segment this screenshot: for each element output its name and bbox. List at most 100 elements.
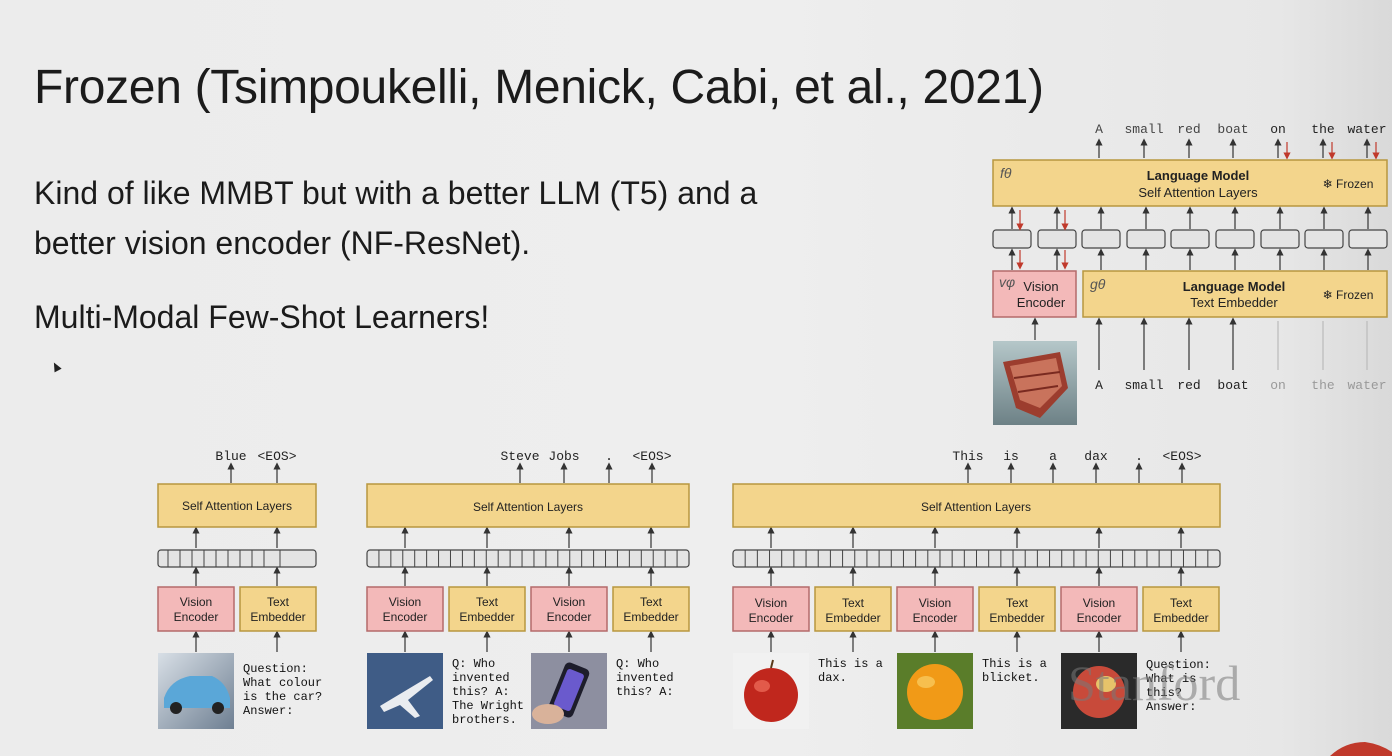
ex1-token-strip [157, 549, 317, 568]
in-token: boat [1217, 378, 1248, 393]
ex3-output: . [1135, 449, 1143, 464]
ex2-prompt1: this? A: [452, 685, 510, 699]
out-token: A [1095, 122, 1103, 137]
ex2-text-label-2: Text [640, 595, 663, 609]
out-token: boat [1217, 122, 1248, 137]
ex1-text-label: Text [267, 595, 290, 609]
ex3-self-attention-label: Self Attention Layers [921, 500, 1031, 514]
ex2-prompt1: Q: Who [452, 657, 495, 671]
vision-symbol: vφ [999, 274, 1015, 290]
in-token: red [1177, 378, 1200, 393]
ex3-prompt1: This is a [818, 657, 883, 671]
lm-top-symbol: fθ [1000, 165, 1012, 181]
ex1-prompt: What colour [243, 676, 322, 690]
ex3-output: <EOS> [1162, 449, 1201, 464]
slide-title: Frozen (Tsimpoukelli, Menick, Cabi, et a… [34, 61, 1044, 114]
car-image [158, 653, 234, 729]
ex2-vision-label-1: Vision [389, 595, 421, 609]
ex2-embedder-label-2: Embedder [623, 610, 678, 624]
vision-encoder-block [992, 270, 1077, 318]
lm-self-attention-block [992, 159, 1388, 207]
ex2-encoder-label-2: Encoder [547, 610, 592, 624]
lm-bottom-subtitle: Text Embedder [1190, 295, 1278, 310]
ex2-vision-encoder-2 [530, 586, 608, 632]
ex2-output: Steve [500, 449, 539, 464]
ex3-output: is [1003, 449, 1019, 464]
out-token: the [1311, 122, 1334, 137]
ex1-vision-label: Vision [180, 595, 212, 609]
ex3-prompt2: This is a [982, 657, 1047, 671]
ex3-token-strip [732, 549, 1221, 568]
airplane-image [367, 653, 443, 729]
out-token: water [1347, 122, 1386, 137]
lm-top-subtitle: Self Attention Layers [1138, 185, 1258, 200]
ex1-self-attention-label: Self Attention Layers [182, 499, 292, 513]
phone-image [531, 653, 607, 729]
ex3-output: dax [1084, 449, 1108, 464]
out-token: red [1177, 122, 1200, 137]
ex1-prompt: is the car? [243, 690, 322, 704]
ex2-vision-encoder-1 [366, 586, 444, 632]
encoder-label: Encoder [1017, 295, 1066, 310]
ex1-self-attention-block [157, 483, 317, 528]
ex2-vision-label-2: Vision [553, 595, 585, 609]
orange-image [897, 653, 973, 729]
architecture-diagram: A small red boat on the water fθ Languag… [992, 122, 1388, 425]
out-token: on [1270, 122, 1286, 137]
ex3-encoder-label-1: Encoder [749, 611, 794, 625]
ex2-self-attention-label: Self Attention Layers [473, 500, 583, 514]
ex2-prompt2: invented [616, 671, 674, 685]
in-token: A [1095, 378, 1103, 393]
ex2-text-embedder-1 [448, 586, 526, 632]
ex1-prompt: Question: [243, 662, 308, 676]
ex1-prompt: Answer: [243, 704, 293, 718]
example-vqa: Blue <EOS> Self Attention Layers [157, 449, 322, 729]
ex3-text-embedder-2 [978, 586, 1056, 632]
ex2-text-embedder-2 [612, 586, 690, 632]
in-token: on [1270, 378, 1286, 393]
lm-text-embedder-block [1082, 270, 1388, 318]
frozen-label-top: ❄ Frozen [1323, 177, 1374, 191]
ex3-encoder-label-3: Encoder [1077, 611, 1122, 625]
ex3-prompt3: this? [1146, 686, 1182, 700]
ex2-prompt1: brothers. [452, 713, 517, 727]
in-token: the [1311, 378, 1334, 393]
ex2-self-attention-block [366, 483, 690, 528]
ex3-text-embedder-3 [1142, 586, 1220, 632]
ex1-output: <EOS> [257, 449, 296, 464]
example-knowledge: Steve Jobs . <EOS> Self Attention Layers [366, 449, 690, 729]
ex2-output: <EOS> [632, 449, 671, 464]
ex3-text-label-1: Text [842, 596, 865, 610]
ex3-prompt3: Question: [1146, 658, 1211, 672]
vision-label: Vision [1023, 279, 1058, 294]
ex2-encoder-label-1: Encoder [383, 610, 428, 624]
ex3-vision-label-1: Vision [755, 596, 787, 610]
ex3-vision-encoder-3 [1060, 586, 1138, 632]
in-token: water [1347, 378, 1386, 393]
red-fruit-image [1061, 653, 1137, 729]
ex3-text-embedder-1 [814, 586, 892, 632]
in-token: small [1124, 378, 1163, 393]
ex3-output: This [952, 449, 983, 464]
ex3-vision-encoder-1 [732, 586, 810, 632]
ex2-token-strip [366, 549, 690, 568]
ex3-vision-encoder-2 [896, 586, 974, 632]
bullet-line-1: Kind of like MMBT but with a better LLM … [34, 175, 758, 211]
lm-bottom-title: Language Model [1183, 279, 1286, 294]
bullet-multimodal: Multi-Modal Few-Shot Learners! [34, 299, 490, 335]
ex2-prompt1: The Wright [452, 699, 524, 713]
ex3-prompt3: Answer: [1146, 700, 1196, 714]
ex1-text-embedder [239, 586, 317, 632]
lm-top-title: Language Model [1147, 168, 1250, 183]
lm-bottom-symbol: gθ [1090, 276, 1106, 292]
ex3-encoder-label-2: Encoder [913, 611, 958, 625]
out-token: small [1124, 122, 1163, 137]
ex3-prompt1: dax. [818, 671, 847, 685]
embedding-slots [992, 229, 1388, 249]
ex2-output: . [605, 449, 613, 464]
ex2-output: Jobs [548, 449, 579, 464]
ex3-vision-label-2: Vision [919, 596, 951, 610]
ex1-output: Blue [215, 449, 246, 464]
ex1-embedder-label: Embedder [250, 610, 305, 624]
